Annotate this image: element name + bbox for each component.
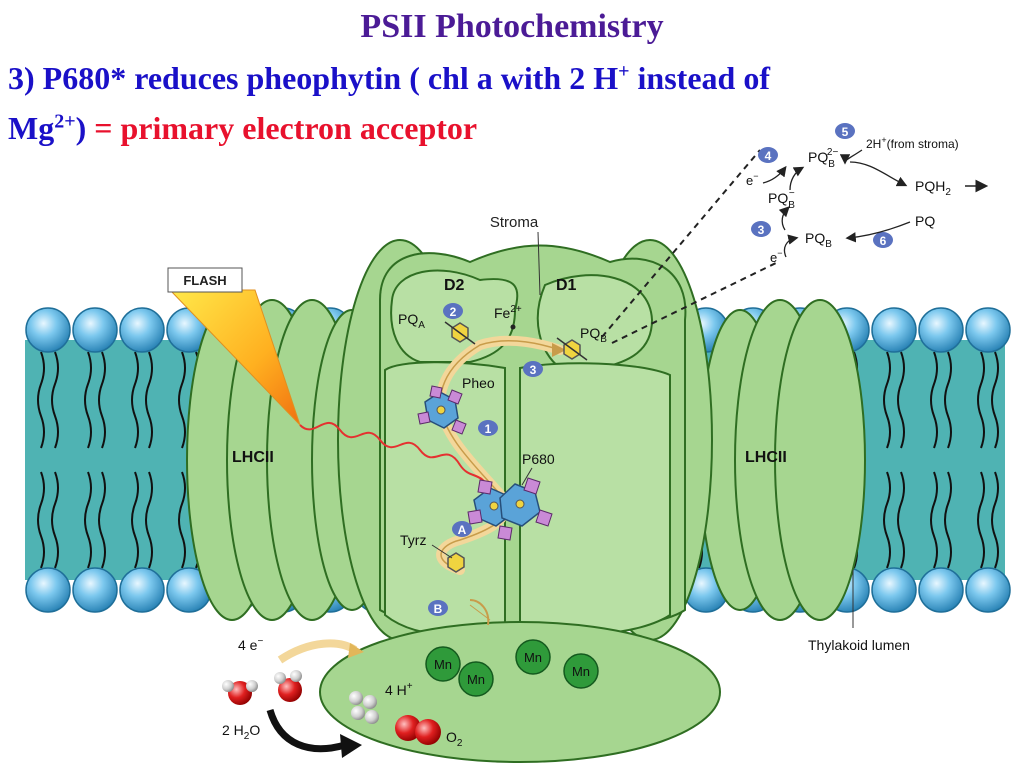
pqb-2minus-label: PQB2−: [808, 147, 838, 170]
flash-light: FLASH: [167, 267, 301, 426]
statement-line-1: 3) P680* reduces pheophytin ( chl a with…: [8, 60, 770, 97]
iron-label: Fe2+: [494, 304, 522, 321]
oxygen-molecule: [395, 715, 441, 745]
magnesium-superscript: 2+: [54, 110, 76, 133]
step-3-badge: 3: [530, 363, 537, 377]
pqa-label: PQA: [398, 311, 425, 331]
lhcii-right-complex: [699, 299, 866, 621]
oxygen-label: O2: [446, 729, 463, 749]
water-molecules: [222, 670, 302, 705]
step-badges: 2 3 1 A B: [428, 303, 543, 616]
pheo-label: Pheo: [462, 375, 495, 391]
thylakoid-lumen-label: Thylakoid lumen: [808, 637, 910, 653]
oxygen-evolving-complex: [319, 621, 721, 763]
slide-title: PSII Photochemistry: [360, 8, 664, 45]
pqb-minus-label: PQB−: [768, 188, 795, 211]
step-a-badge: A: [458, 523, 467, 537]
d2-subunit-label: D2: [444, 277, 465, 294]
cycle-step-5-badge: 5: [842, 125, 849, 139]
pq-label: PQ: [915, 213, 935, 229]
pheophytin-pigment: [417, 385, 467, 435]
proton-cluster: [349, 691, 379, 724]
proton-superscript: +: [618, 60, 630, 83]
tyrz-label: Tyrz: [400, 532, 426, 548]
primary-acceptor-text: = primary electron acceptor: [94, 110, 478, 146]
flash-label: FLASH: [183, 273, 226, 288]
pqh2-label: PQH2: [915, 178, 951, 198]
magnesium-text: Mg: [8, 110, 55, 146]
protons-label: 4 H+: [385, 681, 413, 698]
manganese-cluster: Mn Mn Mn Mn: [425, 639, 599, 697]
paren-text: ): [75, 110, 95, 146]
statement-text-end: instead of: [629, 60, 770, 96]
stroma-label: Stroma: [490, 214, 539, 231]
cycle-electron-1: e−: [746, 171, 759, 188]
step-1-badge: 1: [485, 422, 492, 436]
energy-transfer-wave: [299, 422, 491, 491]
cycle-electron-2: e−: [770, 248, 783, 265]
water-label: 2 H2O: [222, 722, 260, 742]
electrons-label: 4 e−: [238, 636, 263, 653]
d1-subunit-label: D1: [556, 277, 577, 294]
pqb-label: PQB: [580, 325, 607, 345]
electron-transfer-arrow: [277, 639, 358, 664]
step-b-badge: B: [434, 602, 443, 616]
lhcii-right-label: LHCII: [745, 449, 787, 466]
cycle-step-6-badge: 6: [880, 234, 887, 248]
water-splitting-arrow: [266, 708, 346, 753]
mn-atom-1: Mn: [434, 657, 452, 672]
p680-label: P680: [522, 451, 555, 467]
cycle-step-4-badge: 4: [765, 149, 772, 163]
psii-core: [337, 239, 713, 641]
tyrz-residue: [447, 552, 465, 573]
lhcii-left-label: LHCII: [232, 449, 274, 466]
mn-atom-2: Mn: [467, 672, 485, 687]
two-protons-label: 2H+(from stroma): [866, 135, 959, 151]
step-2-badge: 2: [450, 305, 457, 319]
pqb-label-inset: PQB: [805, 230, 832, 250]
mn-atom-3: Mn: [524, 650, 542, 665]
mn-atom-4: Mn: [572, 664, 590, 679]
cycle-step-3-badge: 3: [758, 223, 765, 237]
statement-text: 3) P680* reduces pheophytin ( chl a with…: [8, 60, 619, 96]
statement-line-2: Mg2+) = primary electron acceptor: [8, 110, 477, 147]
p680-pigment: [467, 477, 553, 541]
pq-cycle-inset: 5 4 3 6 PQB2− 2H+(from stroma) PQH2 PQB−…: [746, 123, 989, 265]
